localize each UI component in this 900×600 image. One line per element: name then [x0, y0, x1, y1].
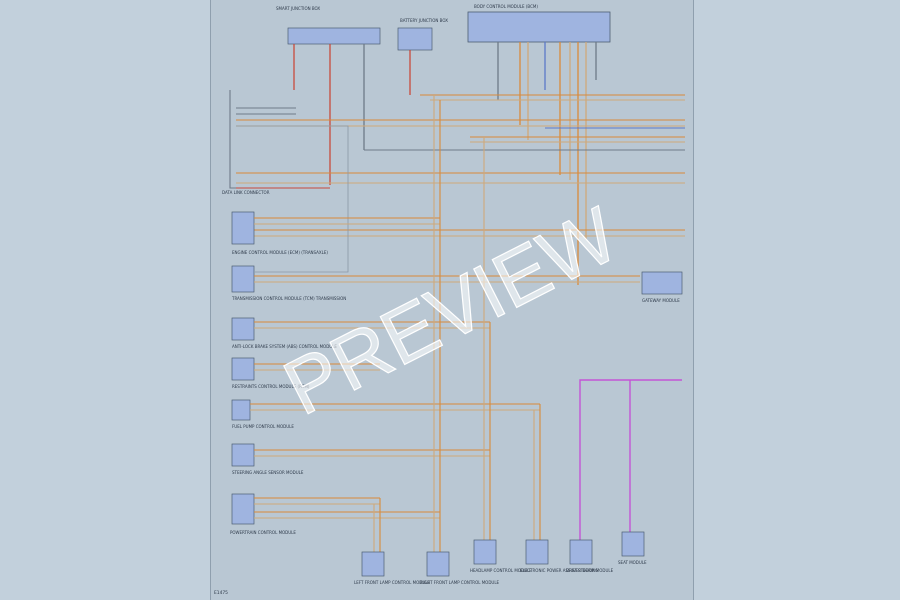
fuel-pump-control-module	[231, 399, 251, 421]
powertrain-control-module	[231, 493, 255, 525]
gateway-module	[641, 271, 683, 295]
bottom-label-2: RIGHT FRONT LAMP CONTROL MODULE	[420, 580, 500, 585]
abs-control-module	[231, 317, 255, 341]
transmission-control-module	[231, 265, 255, 293]
pcm-label: POWERTRAIN CONTROL MODULE	[230, 530, 296, 535]
preview-watermark: PREVIEW	[270, 189, 632, 432]
gateway-label: GATEWAY MODULE	[642, 298, 680, 303]
steering-label: STEERING ANGLE SENSOR MODULE	[232, 470, 304, 475]
rcm-label: RESTRAINTS CONTROL MODULE (RCM)	[232, 384, 310, 389]
top-left-label-1: SMART JUNCTION BOX	[276, 6, 320, 11]
top-center-label: BODY CONTROL MODULE (BCM)	[474, 4, 538, 9]
battery-junction-box	[397, 27, 433, 51]
tcm-label: TRANSMISSION CONTROL MODULE (TCM) TRANSM…	[231, 296, 346, 301]
headlamp-control-module	[473, 539, 497, 565]
seat-module	[621, 531, 645, 557]
engine-control-module	[231, 211, 255, 245]
bottom-label-3: HEADLAMP CONTROL MODULE	[470, 568, 532, 573]
bottom-label-5: DRIVER DOOR MODULE	[566, 568, 614, 573]
bottom-label-1: LEFT FRONT LAMP CONTROL MODULE	[354, 580, 430, 585]
power-steering-module	[525, 539, 549, 565]
watermark-text: PREVIEW	[270, 190, 631, 432]
footer-code: E1475	[214, 590, 228, 596]
bottom-label-4: ELECTRONIC POWER ASSIST STEERING	[520, 568, 598, 573]
smart-junction-box	[287, 27, 381, 45]
steering-angle-sensor-module	[231, 443, 255, 467]
body-control-module	[467, 11, 611, 43]
fuel-pump-label: FUEL PUMP CONTROL MODULE	[232, 424, 294, 429]
driver-door-module	[569, 539, 593, 565]
restraints-control-module	[231, 357, 255, 381]
right-front-lamp-module	[426, 551, 450, 577]
abs-label: ANTI-LOCK BRAKE SYSTEM (ABS) CONTROL MOD…	[232, 344, 337, 349]
ecm-label: ENGINE CONTROL MODULE (ECM) (TRANSAXLE)	[232, 250, 328, 255]
left-front-lamp-module	[361, 551, 385, 577]
top-left-label-2: BATTERY JUNCTION BOX	[400, 18, 448, 23]
data-link-connector-label: DATA LINK CONNECTOR	[222, 190, 270, 195]
bottom-label-6: SEAT MODULE	[618, 560, 647, 565]
